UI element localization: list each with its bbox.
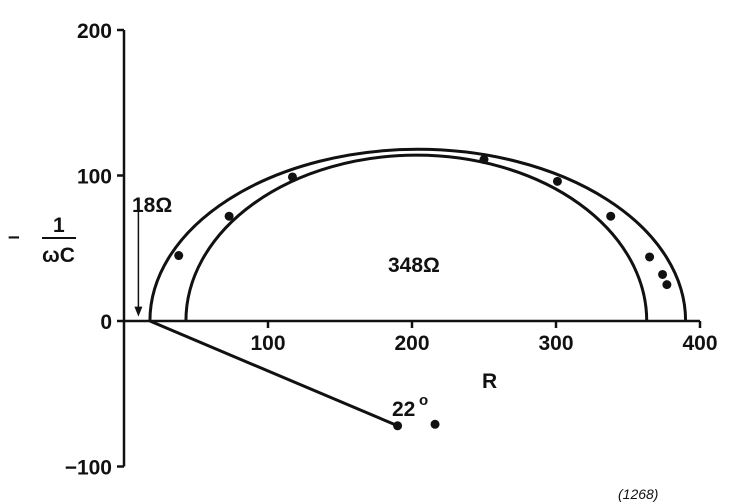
x-tick-label: 100	[250, 332, 285, 355]
data-point	[224, 211, 234, 221]
data-point	[606, 211, 616, 221]
x-tick-label: 200	[394, 332, 429, 355]
data-point	[658, 269, 668, 279]
angle-degree-symbol: o	[419, 392, 428, 409]
angle-annotation: 22	[392, 398, 415, 421]
y-tick-label: 0	[100, 311, 112, 334]
data-point	[662, 280, 672, 290]
data-point	[552, 176, 562, 186]
data-points	[174, 154, 672, 431]
data-point	[479, 154, 489, 164]
data-point	[174, 251, 184, 261]
y-axis-label-sign: –	[8, 225, 20, 248]
r0-arrow-head	[134, 306, 143, 317]
y-tick-label: 200	[77, 20, 112, 43]
impedance-arc-1	[148, 147, 688, 322]
diameter-annotation: 348Ω	[388, 254, 440, 277]
x-axis-label: R	[482, 370, 497, 393]
figure-number: (1268)	[618, 486, 658, 502]
x-tick-label: 400	[682, 332, 717, 355]
y-axis-label-numerator: 1	[53, 214, 65, 237]
y-axis-label-denominator: ωC	[42, 244, 75, 267]
data-point	[430, 419, 440, 429]
impedance-arc-2	[184, 153, 649, 322]
y-tick-label: −100	[65, 457, 112, 480]
x-tick-label: 300	[538, 332, 573, 355]
r0-annotation: 18Ω	[132, 194, 172, 217]
data-point	[393, 421, 403, 431]
angle-line-segment	[149, 319, 399, 428]
y-tick-label: 100	[77, 166, 112, 189]
axes: −100 0 100 200 100 200 300 400	[65, 20, 718, 480]
data-point	[645, 252, 655, 262]
curves	[134, 147, 688, 428]
data-point	[287, 172, 297, 182]
